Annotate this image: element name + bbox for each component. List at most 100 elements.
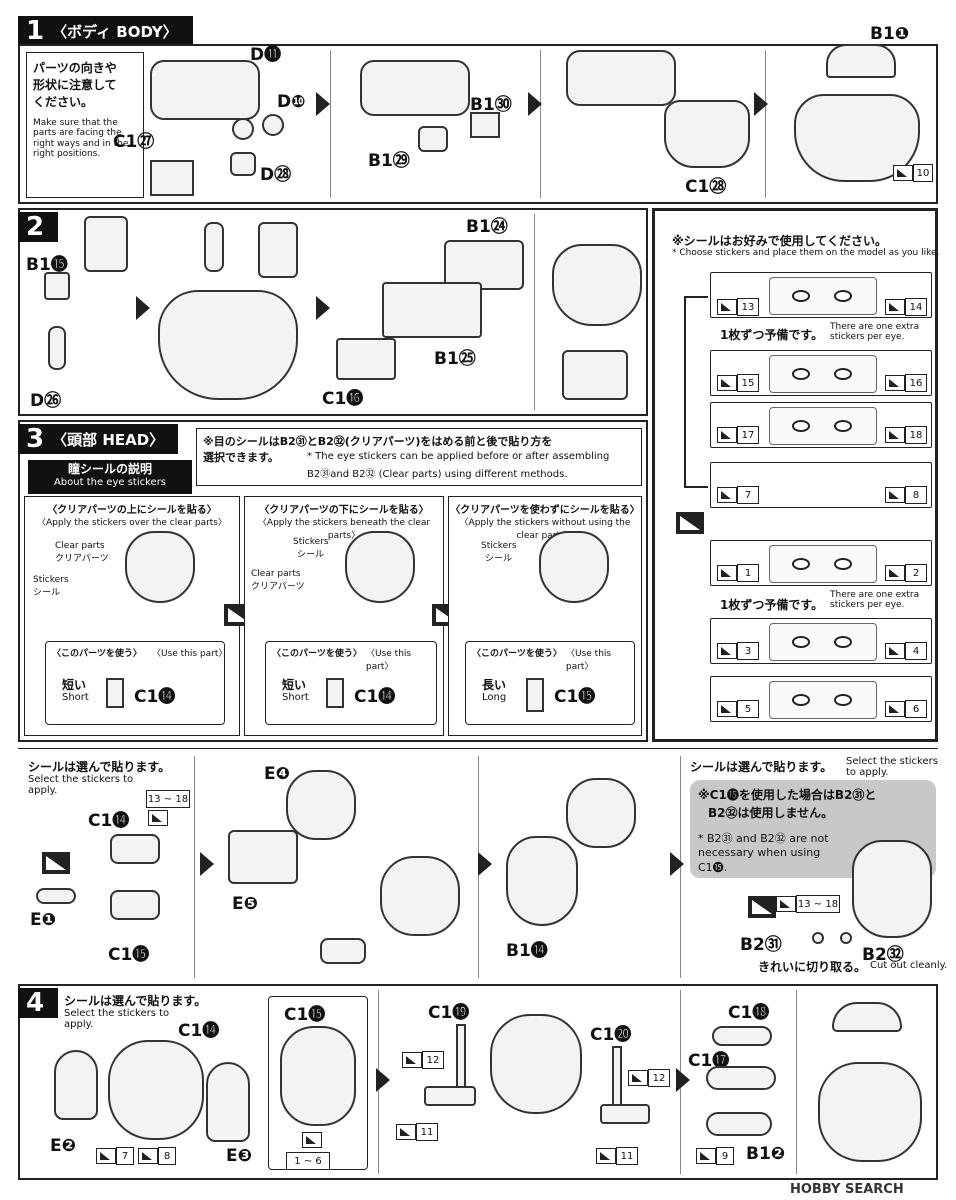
use-part-box: 〈このパーツを使う〉 〈Use this part〉 短い Short C1⓮ <box>265 641 437 725</box>
label-e5: E❺ <box>232 894 259 914</box>
sticker-range-13-18-2: 13 ~ 18 <box>796 895 840 913</box>
part-c120-base <box>600 1104 650 1124</box>
label-b124: B1㉔ <box>466 217 508 237</box>
part-c128 <box>664 100 750 168</box>
label-b130: B1㉚ <box>470 95 512 115</box>
sticker-range-13-18: 13 ~ 18 <box>146 790 190 808</box>
sticker-row-5-6: 5 6 <box>710 676 932 722</box>
part-c119-base <box>424 1086 476 1106</box>
swap-icon <box>748 896 776 918</box>
extra-note-en-2: There are one extra stickers per eye. <box>830 590 920 610</box>
part-c127-closeup <box>150 160 194 196</box>
part-e5 <box>228 830 298 884</box>
cut-cleanly-en: Cut out cleanly. <box>870 960 948 971</box>
label-d11: D⓫ <box>250 45 282 65</box>
part-b130 <box>470 112 500 138</box>
label-c118: C1⓲ <box>728 1003 770 1023</box>
part-c114 <box>110 834 160 864</box>
label-step4-c115: C1⓯ <box>284 1005 326 1025</box>
label-b232: B2㉜ <box>862 945 904 965</box>
face-b114 <box>506 836 578 926</box>
part-e1 <box>36 888 76 904</box>
use-part-box: 〈このパーツを使う〉 〈Use this part〉 短い Short C1⓮ <box>45 641 227 725</box>
use-part-box: 〈このパーツを使う〉 〈Use this part〉 長い Long C1⓯ <box>465 641 635 725</box>
arrow-right <box>528 92 542 116</box>
method-over-clear: 〈クリアパーツの上にシールを貼る〉 〈Apply the stickers ov… <box>24 496 240 736</box>
finished-head <box>818 1062 922 1162</box>
part-b11 <box>826 44 896 78</box>
waist-closeup <box>562 350 628 400</box>
sticker-row-13-14: 13 14 <box>710 272 932 318</box>
label-b115: B1⓯ <box>26 255 68 275</box>
step4-select-jp: シールは選んで貼ります。 <box>64 994 207 1008</box>
method-without-clear: 〈クリアパーツを使わずにシールを貼る〉 〈Apply the stickers … <box>448 496 642 736</box>
step2-header: 2 <box>18 212 58 242</box>
body-assembled-2 <box>552 244 642 326</box>
head-back-assembled <box>380 856 460 936</box>
select-stickers-en-2: Select the stickers to apply. <box>846 756 938 778</box>
part-d26 <box>48 326 66 370</box>
part-c115 <box>110 890 160 920</box>
label-b125: B1㉕ <box>434 349 476 369</box>
select-stickers-jp: シールは選んで貼ります。 <box>28 760 171 774</box>
watermark: HOBBY SEARCH <box>790 1182 904 1197</box>
sticker-panel-title: ※シールはお好みで使用してください。 <box>672 234 887 248</box>
label-b12: B1❷ <box>746 1144 786 1164</box>
label-c116: C1⓰ <box>322 389 364 409</box>
part-c116 <box>336 338 396 380</box>
arrow-right <box>676 1068 690 1092</box>
label-d28: D㉘ <box>260 165 292 185</box>
neck-joint <box>204 222 224 272</box>
sticker-row-7-8: 7 8 <box>710 462 932 508</box>
arrow-right <box>478 852 492 876</box>
head-variant <box>280 1026 356 1126</box>
label-b114: B1⓮ <box>506 941 548 961</box>
part-e2 <box>54 1050 98 1120</box>
arrow-right <box>670 852 684 876</box>
part-b125 <box>382 282 482 338</box>
closeup-box-2 <box>258 222 298 278</box>
select-stickers-jp-2: シールは選んで貼ります。 <box>690 760 833 774</box>
hat <box>832 1002 902 1032</box>
swap-icon <box>42 852 70 874</box>
step1-title: 〈ボディ BODY〉 <box>52 22 178 41</box>
step1-number: 1 <box>26 16 45 46</box>
method-beneath-clear: 〈クリアパーツの下にシールを貼る〉 〈Apply the stickers be… <box>244 496 444 736</box>
step4-select-en: Select the stickers to apply. <box>64 1008 170 1030</box>
sticker-icon <box>893 165 913 181</box>
cut-cleanly-jp: きれいに切り取る。 <box>758 960 867 974</box>
arrow-right <box>316 296 330 320</box>
label-e4: E❹ <box>264 764 291 784</box>
arrow-right <box>316 92 330 116</box>
label-c114: C1⓮ <box>88 811 130 831</box>
part-d10 <box>262 114 284 136</box>
sticker-row-17-18: 17 18 <box>710 402 932 448</box>
arrow-right <box>754 92 768 116</box>
part-b124 <box>444 240 524 290</box>
step3-frame <box>18 420 648 742</box>
body-frame-part <box>150 60 260 120</box>
label-d26: D㉖ <box>30 391 62 411</box>
part-e4 <box>286 770 356 840</box>
label-b129: B1㉙ <box>368 151 410 171</box>
extra-note-en: There are one extra stickers per eye. <box>830 322 920 342</box>
step2-frame <box>18 208 648 416</box>
part-b129 <box>418 126 448 152</box>
sticker-row-1-2: 1 2 <box>710 540 932 586</box>
arrow-right <box>136 296 150 320</box>
sticker-7: 7 <box>116 1147 134 1165</box>
head-diagram <box>125 531 195 603</box>
head-diagram <box>539 531 609 603</box>
part-c120-stick <box>612 1046 622 1110</box>
arrow-right <box>200 852 214 876</box>
part-d11 <box>232 118 254 140</box>
label-c128: C1㉘ <box>685 177 727 197</box>
label-step4-c114: C1⓮ <box>178 1021 220 1041</box>
orientation-note: パーツの向きや 形状に注意して ください。 Make sure that the… <box>26 52 144 198</box>
label-b11: B1❶ <box>870 24 910 44</box>
step4-frame <box>18 984 938 1180</box>
part-e3 <box>206 1062 250 1142</box>
face-assembled <box>852 840 932 938</box>
head-front <box>108 1040 204 1140</box>
sticker-11b: 11 <box>616 1147 638 1165</box>
